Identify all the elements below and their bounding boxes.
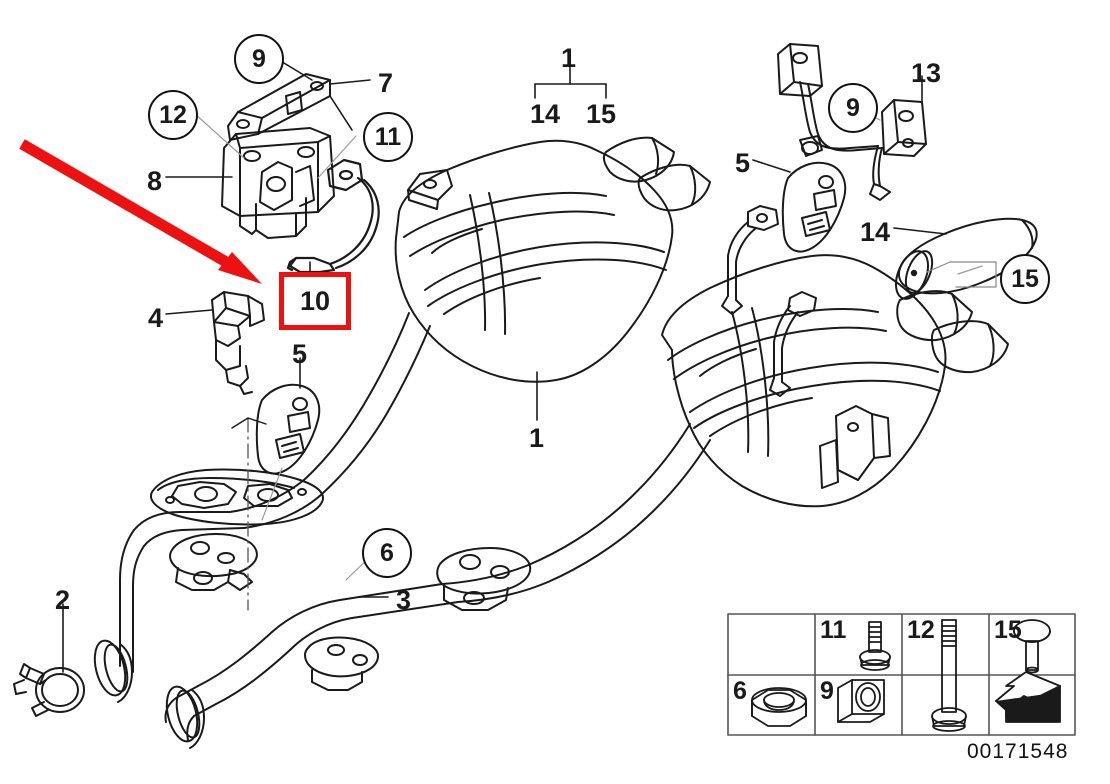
legend-number-15: 15 (994, 618, 1022, 643)
callout-4: 4 (148, 305, 163, 332)
rubber-mount-left-part5 (255, 383, 321, 475)
rubber-mount-right-part5 (781, 161, 847, 253)
rear-hanger-rod-right (721, 205, 779, 315)
rear-hanger-rod-mid (769, 291, 817, 397)
callout-3: 3 (396, 587, 411, 614)
callout-12: 12 (148, 90, 198, 140)
exhaust-tip-lower-right (930, 320, 1009, 374)
legend-number-9: 9 (820, 679, 834, 704)
callout-14-top: 14 (530, 101, 560, 128)
callout-14-right: 14 (860, 219, 890, 246)
rivet-pin-icon (1013, 619, 1051, 674)
callout-label: 5 (292, 339, 308, 369)
callout-label: 10 (299, 285, 331, 316)
callout-label: 15 (586, 99, 617, 129)
legend-number-6: 6 (733, 679, 747, 704)
callout-label: 3 (396, 585, 412, 615)
callout-13: 13 (911, 60, 941, 87)
callout-5-right: 5 (735, 150, 750, 177)
callout-label: 11 (374, 122, 402, 151)
callout-label: 7 (378, 68, 394, 98)
hex-lock-nut-icon (751, 687, 807, 727)
leader-detail-15 (926, 261, 997, 288)
callout-label: 15 (1011, 264, 1039, 293)
exhaust-pipe-left-run (119, 312, 431, 673)
callout-label: 13 (911, 58, 942, 88)
bracket-assembly-upper-right (777, 43, 927, 201)
callout-7: 7 (378, 70, 393, 97)
callout-2: 2 (55, 587, 70, 614)
pipe-clamp-part2 (13, 663, 85, 717)
flange-gasket-mid-right (436, 547, 532, 611)
callout-label: 1 (561, 43, 577, 73)
pipe-end-upper (93, 639, 133, 703)
callout-15-top: 15 (586, 101, 616, 128)
callout-15-right: 15 (1000, 254, 1050, 304)
callout-11: 11 (363, 112, 413, 162)
bracket-assembly-upper-left (221, 73, 335, 239)
flanged-bolt-short-icon (859, 621, 891, 671)
ground-strap-cable-part10 (286, 158, 380, 274)
callout-label: 8 (147, 166, 163, 196)
flange-gasket-upper (150, 468, 324, 526)
callout-5-left: 5 (292, 341, 307, 368)
callout-label: 1 (529, 423, 545, 453)
flange-gasket-lower (169, 533, 258, 591)
legend-box (727, 613, 1076, 736)
diagram-part-number: 00171548 (967, 740, 1069, 763)
exhaust-pipe-right-run (164, 423, 711, 741)
callout-1-top: 1 (561, 45, 576, 72)
flange-gasket-right-lower (304, 636, 379, 691)
bent-arrow-symbol-icon (995, 671, 1061, 723)
muffler-right-body (661, 254, 947, 508)
callout-label: 4 (148, 303, 164, 333)
red-highlight-arrow (19, 139, 262, 284)
legend-number-label: 9 (820, 677, 834, 705)
legend-number-label: 11 (820, 616, 847, 644)
exhaust-tip-upper-left (602, 136, 675, 183)
leader-lines (62, 56, 947, 673)
legend-number-label: 12 (907, 616, 935, 644)
callout-1-center: 1 (529, 425, 544, 452)
callout-label: 5 (735, 148, 751, 178)
callout-label: 14 (860, 217, 891, 247)
legend-number-label: 15 (994, 616, 1022, 644)
callout-10-highlighted: 10 (279, 272, 351, 330)
callout-label: 14 (530, 99, 561, 129)
callout-9-right: 9 (828, 83, 878, 133)
callout-label: 12 (159, 100, 187, 129)
legend-number-12: 12 (907, 618, 935, 643)
exhaust-tip-upper-right (637, 163, 711, 212)
callout-8: 8 (147, 168, 162, 195)
legend-number-label: 6 (733, 677, 747, 705)
callout-label: 9 (252, 44, 266, 73)
callout-label: 2 (55, 585, 71, 615)
hanger-part4 (211, 291, 265, 395)
callout-9-top: 9 (234, 34, 284, 84)
callout-6: 6 (362, 528, 412, 578)
legend-number-11: 11 (820, 618, 846, 643)
square-nut-icon (837, 679, 885, 723)
pipe-end-lower (165, 685, 205, 749)
callout-label: 9 (846, 93, 860, 122)
flanged-bolt-long-icon (931, 619, 967, 732)
exhaust-tip-lower-left (896, 290, 973, 342)
callout-label: 6 (380, 538, 394, 567)
muffler-left-body (394, 139, 674, 383)
